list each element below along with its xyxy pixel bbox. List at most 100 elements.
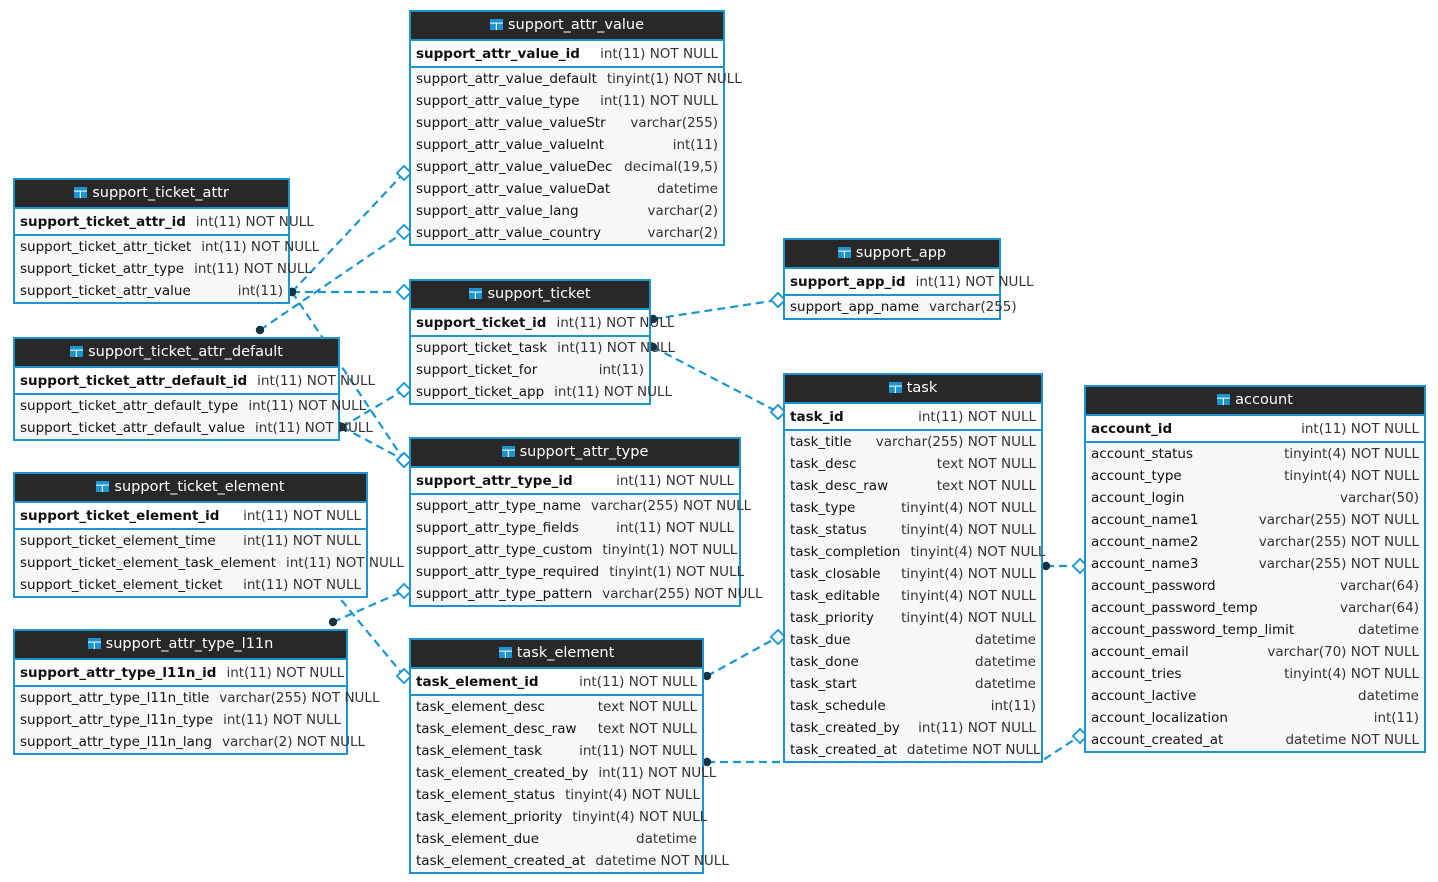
table-header[interactable]: task_element	[411, 640, 702, 667]
table-header[interactable]: support_ticket_element	[15, 474, 366, 501]
table-header[interactable]: support_attr_type_l11n	[15, 631, 346, 658]
table-header[interactable]: support_ticket_attr	[15, 180, 288, 207]
table-header[interactable]: support_attr_value	[411, 12, 723, 39]
table-header[interactable]: account	[1086, 387, 1424, 414]
relationship-edge[interactable]	[702, 628, 787, 681]
table-header[interactable]: support_app	[785, 240, 999, 267]
table-header[interactable]: support_attr_type	[411, 439, 739, 466]
table-header[interactable]: support_ticket	[411, 281, 649, 308]
table-header[interactable]: support_ticket_attr_default	[15, 339, 338, 366]
relationship-edge[interactable]	[1041, 557, 1089, 575]
table-header[interactable]: task	[785, 375, 1041, 402]
relationship-edge[interactable]	[287, 283, 413, 301]
